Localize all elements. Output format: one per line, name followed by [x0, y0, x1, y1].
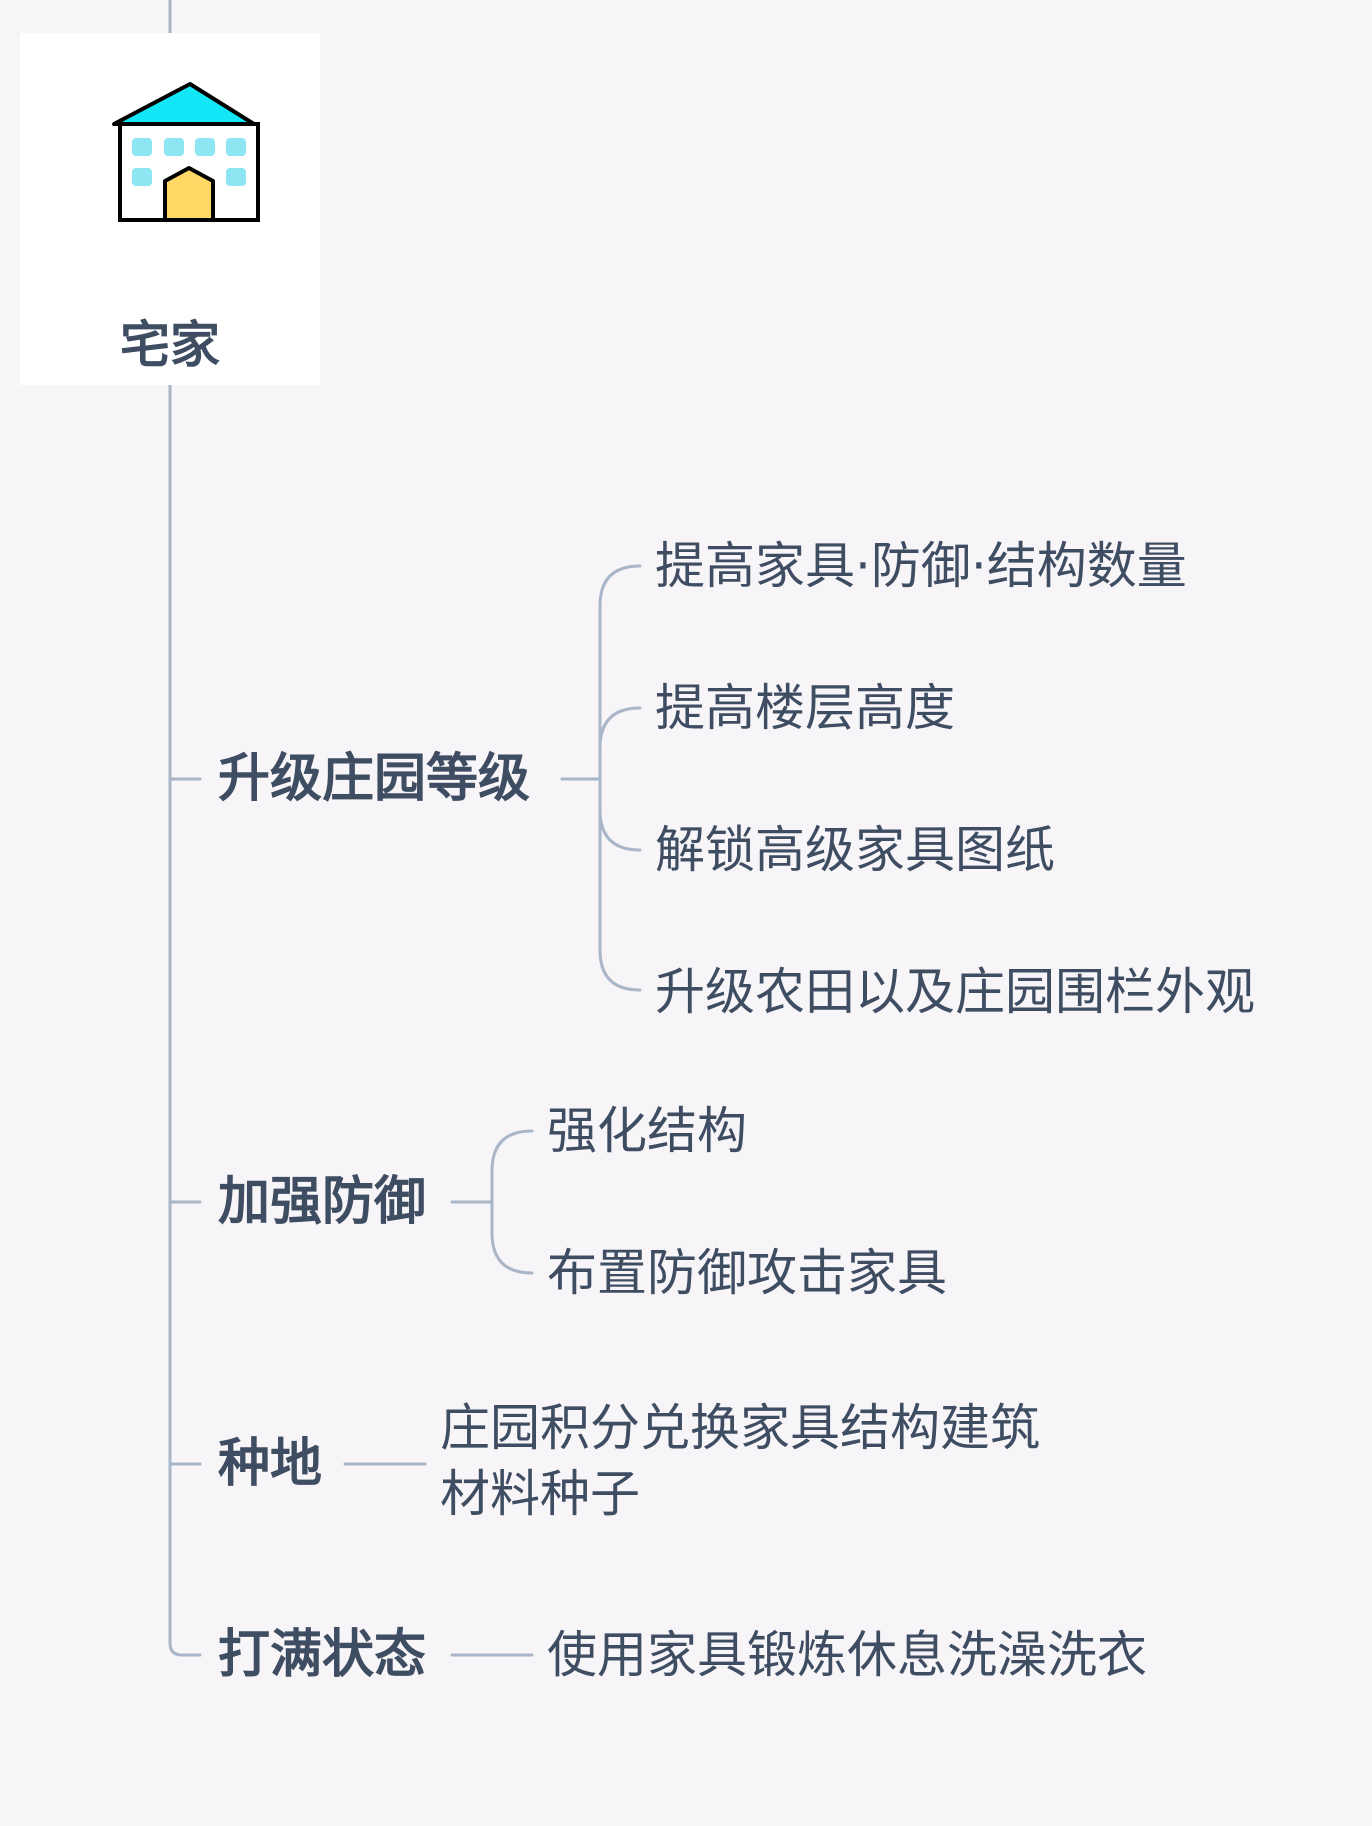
branch-1-child-3-link [598, 808, 642, 852]
leaf-increase-furniture-count[interactable]: 提高家具·防御·结构数量 [655, 537, 1187, 595]
root-spine [168, 383, 202, 1657]
leaf-upgrade-farmland-fence[interactable]: 升级农田以及庄园围栏外观 [655, 963, 1255, 1021]
branch-1-children-bracket [598, 564, 642, 992]
root-node[interactable]: 宅家 [20, 33, 320, 385]
leaf-place-defense-furniture[interactable]: 布置防御攻击家具 [547, 1244, 947, 1302]
branch-2-children-bracket [490, 1129, 534, 1275]
branch-strengthen-defense[interactable]: 加强防御 [218, 1172, 427, 1232]
leaf-exchange-points[interactable]: 庄园积分兑换家具结构建筑 材料种子 [440, 1395, 1040, 1527]
leaf-exchange-points-line-1: 庄园积分兑换家具结构建筑 [440, 1399, 1040, 1457]
root-label: 宅家 [120, 316, 220, 374]
branch-1-child-2-link [598, 706, 642, 750]
leaf-reinforce-structure[interactable]: 强化结构 [547, 1102, 747, 1160]
branch-upgrade-manor[interactable]: 升级庄园等级 [218, 749, 531, 809]
branch-max-status[interactable]: 打满状态 [218, 1625, 427, 1685]
house-icon [112, 82, 260, 222]
leaf-increase-floor-height[interactable]: 提高楼层高度 [655, 679, 955, 737]
leaf-unlock-blueprints[interactable]: 解锁高级家具图纸 [655, 821, 1055, 879]
branch-farming[interactable]: 种地 [218, 1434, 323, 1494]
leaf-use-furniture[interactable]: 使用家具锻炼休息洗澡洗衣 [547, 1626, 1147, 1684]
leaf-exchange-points-line-2: 材料种子 [440, 1465, 640, 1523]
